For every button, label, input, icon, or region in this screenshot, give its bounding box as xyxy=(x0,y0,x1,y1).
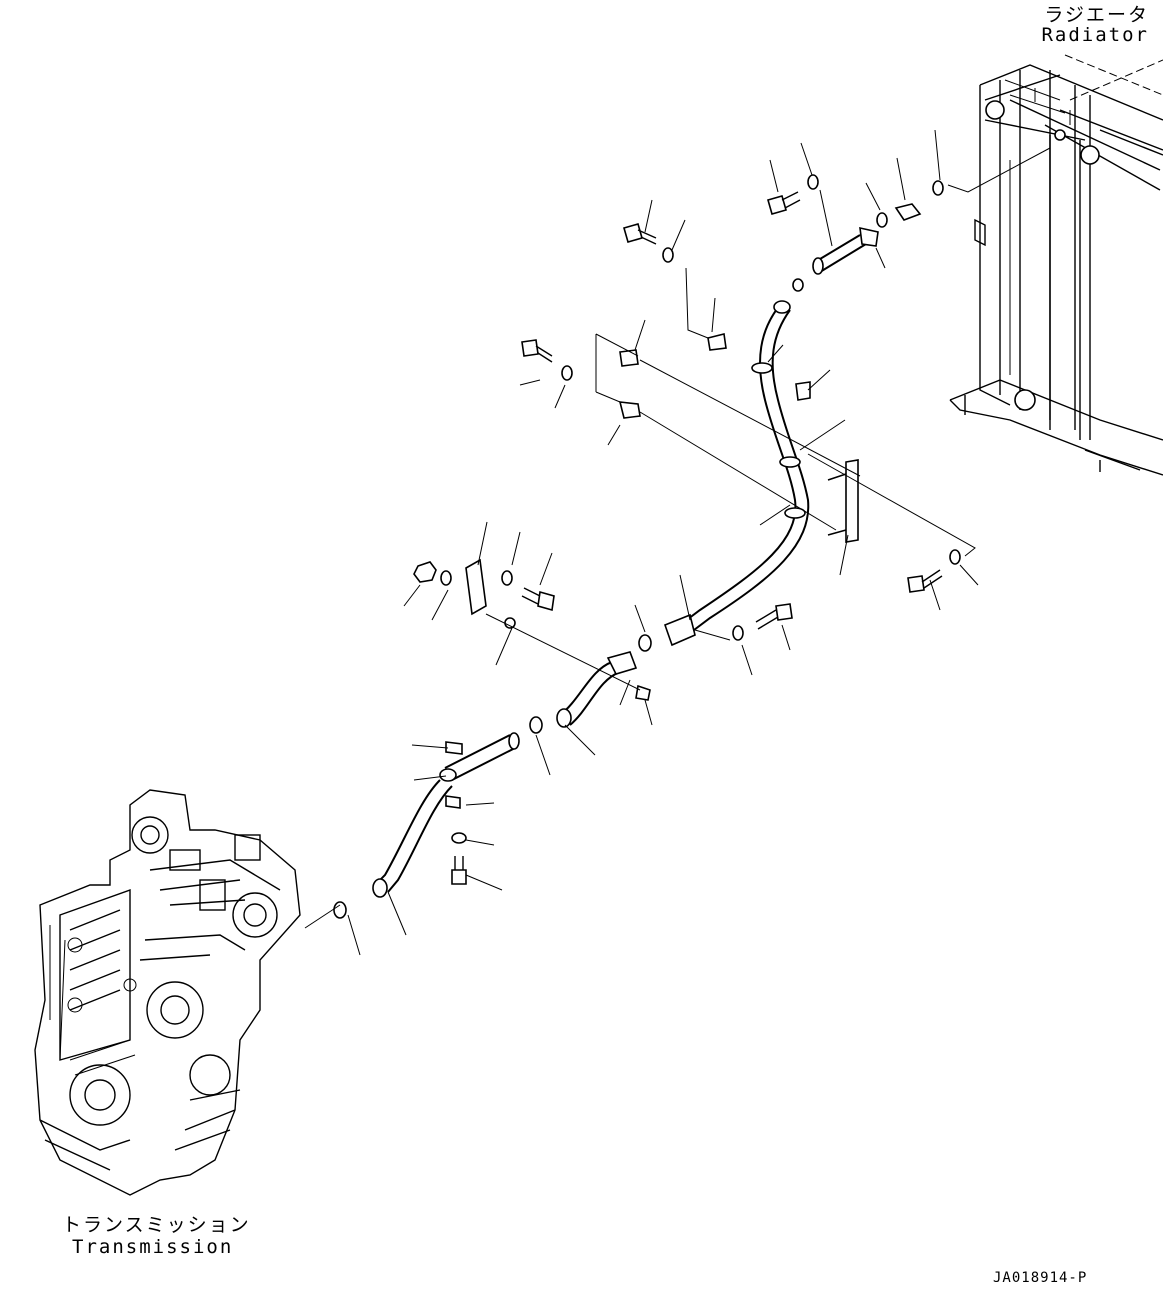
transmission-label-jp: トランスミッション xyxy=(62,1214,251,1236)
transmission-label-en: Transmission xyxy=(72,1236,234,1258)
cooler-pipe-straight xyxy=(439,732,520,782)
cooler-pipe-top xyxy=(812,226,879,275)
leader-lines xyxy=(304,129,1051,956)
cooler-hose-upper xyxy=(663,300,810,647)
radiator-label-en: Radiator xyxy=(1041,24,1149,46)
cooler-hose-lower xyxy=(372,779,453,898)
transmission-assembly xyxy=(34,789,301,1196)
radiator-label-jp: ラジエータ xyxy=(1044,4,1149,26)
fasteners xyxy=(333,174,961,919)
cooler-pipe-middle xyxy=(556,651,638,728)
drawing-code: JA018914-P xyxy=(993,1270,1088,1286)
radiator-assembly xyxy=(949,54,1163,476)
